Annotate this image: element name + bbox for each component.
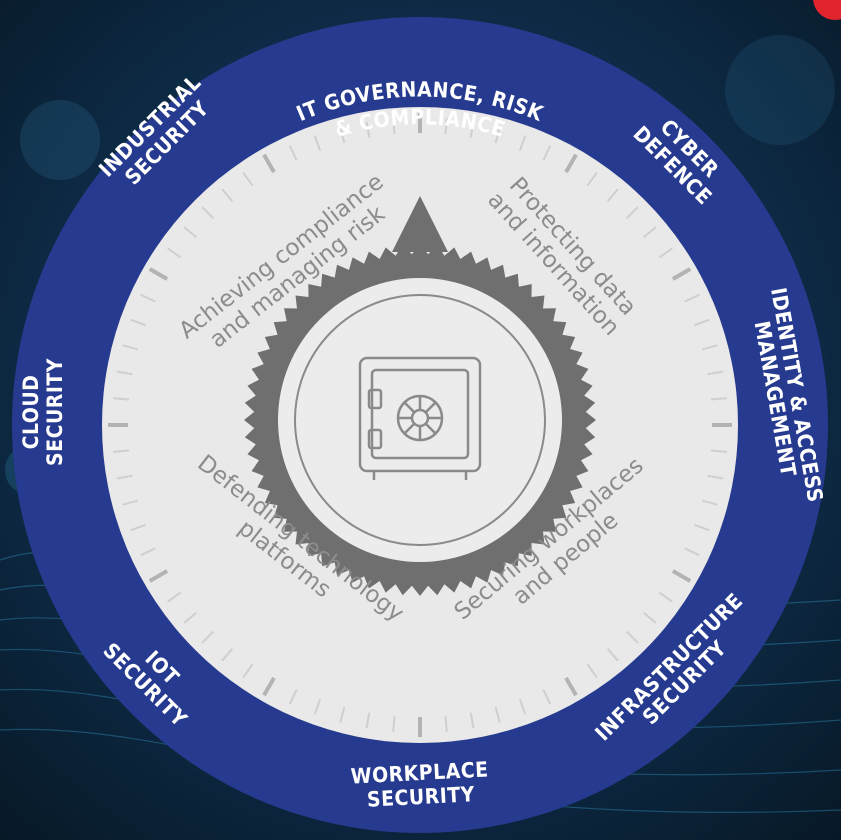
scale-tick [606,188,619,202]
safe-vault-icon [358,356,482,480]
domain-cloud-line1: CLOUD [19,375,43,450]
scale-ticks [108,113,732,737]
scale-tick [518,699,527,715]
scale-tick [671,569,692,583]
scale-tick [130,523,146,532]
scale-tick [518,135,527,151]
scale-tick [116,474,133,480]
scale-tick [201,630,215,644]
scale-tick [684,547,700,557]
scale-tick [684,293,700,303]
scale-tick [564,153,578,174]
scale-tick [625,206,639,220]
scale-tick [116,370,133,376]
scale-tick [148,267,169,281]
scale-tick [444,118,448,135]
scale-tick [201,206,215,220]
scale-tick [586,663,598,678]
scale-tick [262,676,276,697]
scale-tick [701,344,718,351]
scale-tick [167,591,182,603]
scale-tick [694,523,710,532]
scale-tick [392,715,396,732]
scale-tick [606,648,619,662]
scale-tick [365,712,371,729]
scale-tick [148,569,169,583]
scale-tick [542,145,552,161]
scale-tick [469,121,475,138]
scale-tick [658,591,673,603]
scale-tick [643,226,657,239]
scale-tick [288,145,298,161]
scale-tick [707,474,724,480]
scale-tick [710,397,727,401]
scale-tick [658,247,673,259]
scale-tick [122,499,139,506]
scale-tick [707,370,724,376]
scale-tick [339,706,346,723]
scale-tick [262,153,276,174]
scale-tick [183,611,197,624]
scale-tick [313,135,322,151]
domain-workplace-line2: SECURITY [366,782,475,812]
scale-tick [140,293,156,303]
scale-tick [671,267,692,281]
scale-tick [221,188,234,202]
scale-tick [339,127,346,144]
scale-tick [564,676,578,697]
scale-tick [469,712,475,729]
dial-pointer [392,196,448,252]
scale-tick [242,172,254,187]
scale-tick [130,318,146,327]
scale-tick [392,118,396,135]
scale-tick [625,630,639,644]
scale-tick [313,699,322,715]
scale-tick [694,318,710,327]
domain-cloud-line2: SECURITY [43,358,67,466]
scale-tick [140,547,156,557]
scale-tick [365,121,371,138]
scale-tick [221,648,234,662]
scale-tick [183,226,197,239]
scale-tick [542,689,552,705]
dial-face [278,278,562,562]
scale-tick [122,344,139,351]
scale-tick [444,715,448,732]
scale-tick [643,611,657,624]
scale-tick [710,449,727,453]
dial-inner-ring [294,294,546,546]
scale-tick [113,397,130,401]
scale-tick [586,172,598,187]
scale-tick [113,449,130,453]
scale-tick [288,689,298,705]
scale-tick [494,706,501,723]
scale-tick [167,247,182,259]
scale-tick [701,499,718,506]
corner-badge [813,0,841,20]
scale-tick [242,663,254,678]
scale-tick [494,127,501,144]
